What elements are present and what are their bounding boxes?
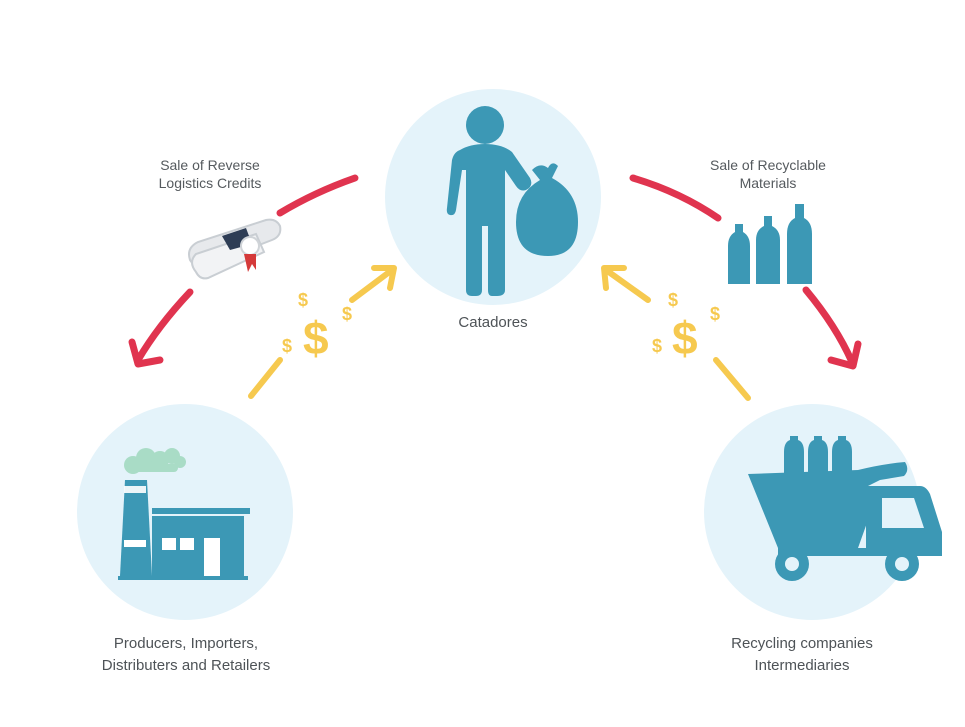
factory-icon	[118, 448, 250, 580]
materials-flow-arrow	[629, 174, 722, 222]
svg-text:$: $	[342, 304, 352, 324]
credits-flow-arrow	[276, 174, 359, 217]
garbage-truck-icon	[748, 436, 942, 581]
certificate-scroll-icon	[188, 218, 282, 280]
smoke-icon	[124, 448, 186, 474]
svg-text:$: $	[303, 312, 329, 364]
payment-arrow-right	[603, 267, 651, 303]
producers-label-line2: Distributers and Retailers	[102, 657, 270, 674]
svg-text:$: $	[298, 290, 308, 310]
svg-text:$: $	[652, 336, 662, 356]
arrowhead-icon	[601, 265, 627, 291]
recyclers-label-line1: Recycling companies	[731, 635, 873, 652]
payment-arrow-left-tail	[248, 357, 283, 399]
svg-text:$: $	[282, 336, 292, 356]
catadores-label: Catadores	[458, 314, 527, 331]
dollar-icon: $ $ $ $	[282, 290, 352, 364]
credits-flow-label-line1: Sale of Reverse	[160, 157, 260, 173]
recyclers-label-line2: Intermediaries	[754, 657, 849, 674]
producers-label-line1: Producers, Importers,	[114, 635, 258, 652]
materials-flow-label-line2: Materials	[740, 175, 797, 191]
arrowhead-icon	[371, 265, 397, 291]
payment-arrow-left	[349, 267, 395, 303]
credits-flow-arrow-head	[134, 288, 194, 364]
svg-text:$: $	[672, 312, 698, 364]
payment-arrow-right-tail	[713, 357, 751, 401]
dollar-icon: $ $ $ $	[652, 290, 720, 364]
materials-flow-label-line1: Sale of Recyclable	[710, 157, 826, 173]
bottles-icon	[728, 204, 812, 284]
svg-text:$: $	[710, 304, 720, 324]
person-with-bag-icon	[446, 106, 578, 296]
arrowhead-icon	[827, 340, 862, 370]
credits-flow-label-line2: Logistics Credits	[159, 175, 262, 191]
materials-flow-arrow-head	[802, 286, 856, 366]
arrowhead-icon	[128, 338, 164, 368]
svg-text:$: $	[668, 290, 678, 310]
